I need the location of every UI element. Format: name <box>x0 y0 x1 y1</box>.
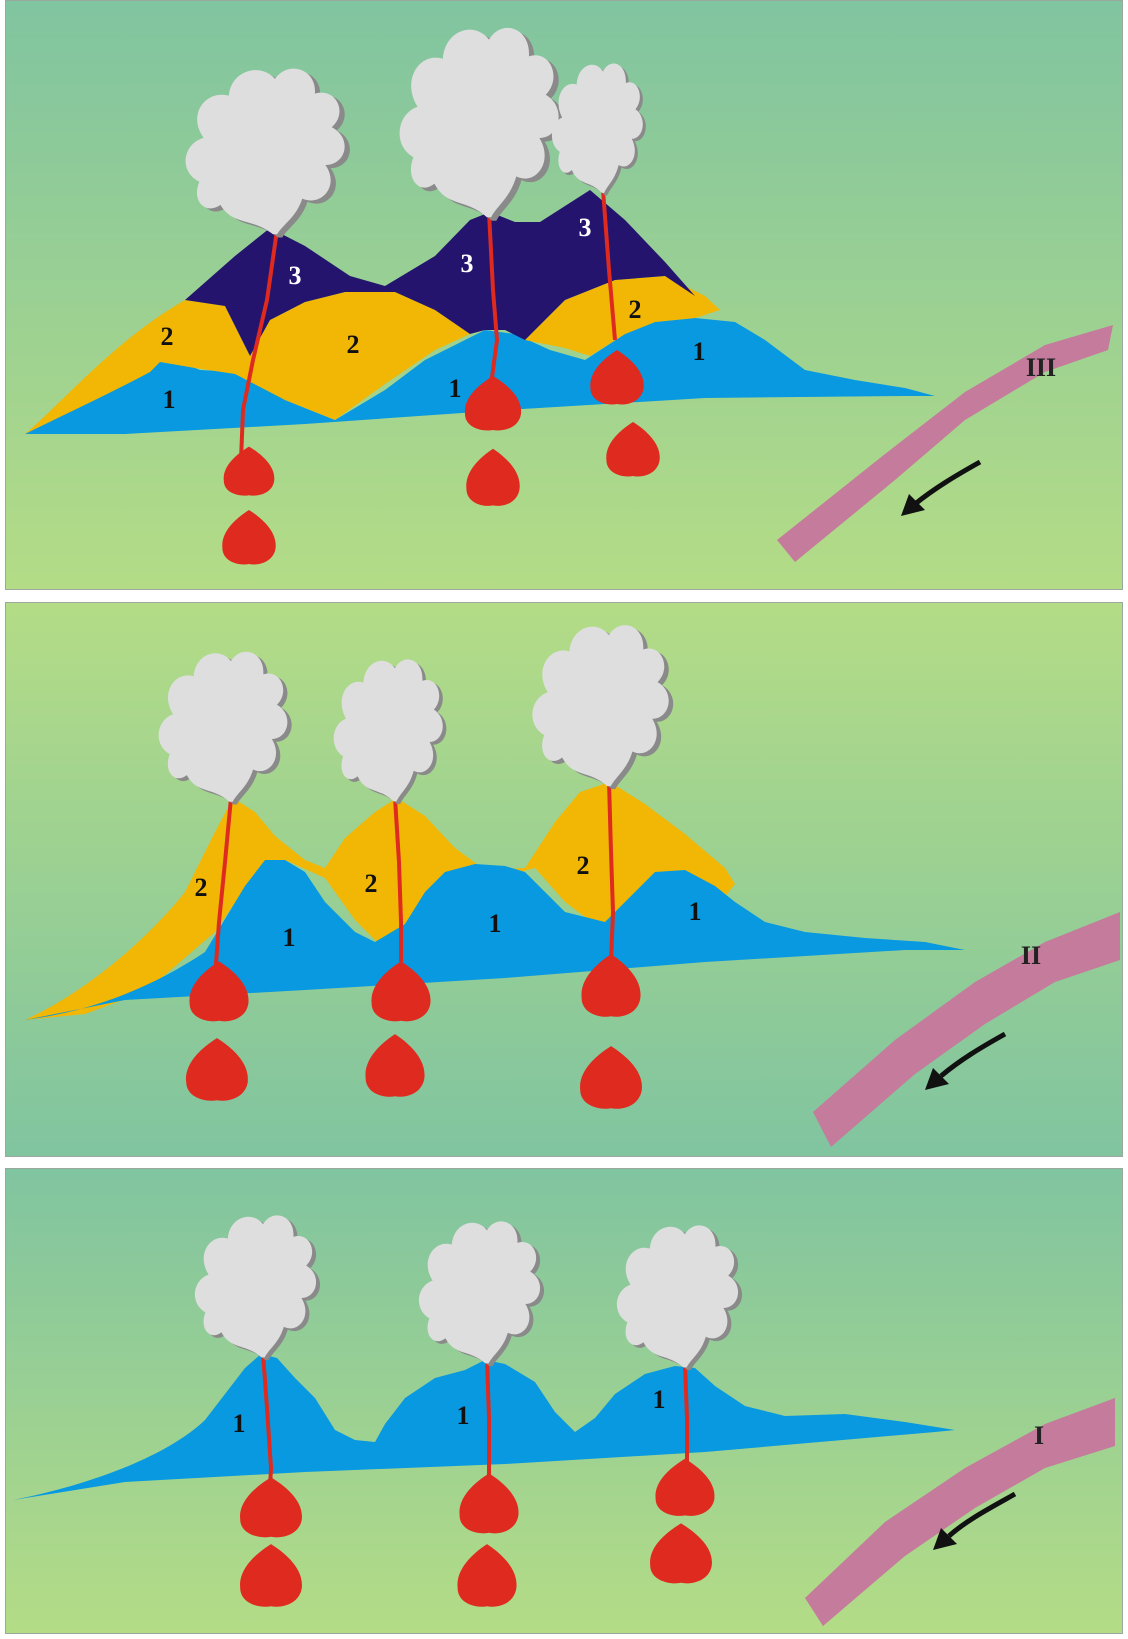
layer-label: 1 <box>489 909 502 938</box>
panel-stage-two-diagram: 1 1 1 2 2 2 II <box>5 602 1123 1157</box>
panel-stage-one: 1 1 1 I <box>5 1168 1123 1634</box>
layer-label: 1 <box>233 1409 246 1438</box>
layer-label: 3 <box>579 213 592 242</box>
slab-label: II <box>1021 941 1041 970</box>
layer-label: 1 <box>689 897 702 926</box>
layer-label: 2 <box>347 330 360 359</box>
layer-label: 3 <box>289 261 302 290</box>
layer-label: 3 <box>461 249 474 278</box>
layer-label: 2 <box>161 322 174 351</box>
layer-label: 2 <box>577 851 590 880</box>
panel-stage-three: 1 1 1 2 2 2 3 3 3 III <box>5 0 1123 590</box>
panel-stage-two: 1 1 1 2 2 2 II <box>5 602 1123 1157</box>
layer-label: 1 <box>449 374 462 403</box>
slab-label: I <box>1034 1421 1044 1450</box>
slab-label: III <box>1026 353 1056 382</box>
panel-stage-one-diagram: 1 1 1 I <box>5 1168 1123 1634</box>
panel-stage-three-diagram: 1 1 1 2 2 2 3 3 3 III <box>5 0 1123 590</box>
layer-label: 1 <box>653 1385 666 1414</box>
layer-label: 2 <box>365 869 378 898</box>
layer-label: 2 <box>629 295 642 324</box>
background <box>5 1168 1123 1634</box>
layer-label: 1 <box>693 337 706 366</box>
layer-label: 1 <box>163 385 176 414</box>
layer-label: 1 <box>457 1401 470 1430</box>
layer-label: 2 <box>195 873 208 902</box>
layer-label: 1 <box>283 923 296 952</box>
